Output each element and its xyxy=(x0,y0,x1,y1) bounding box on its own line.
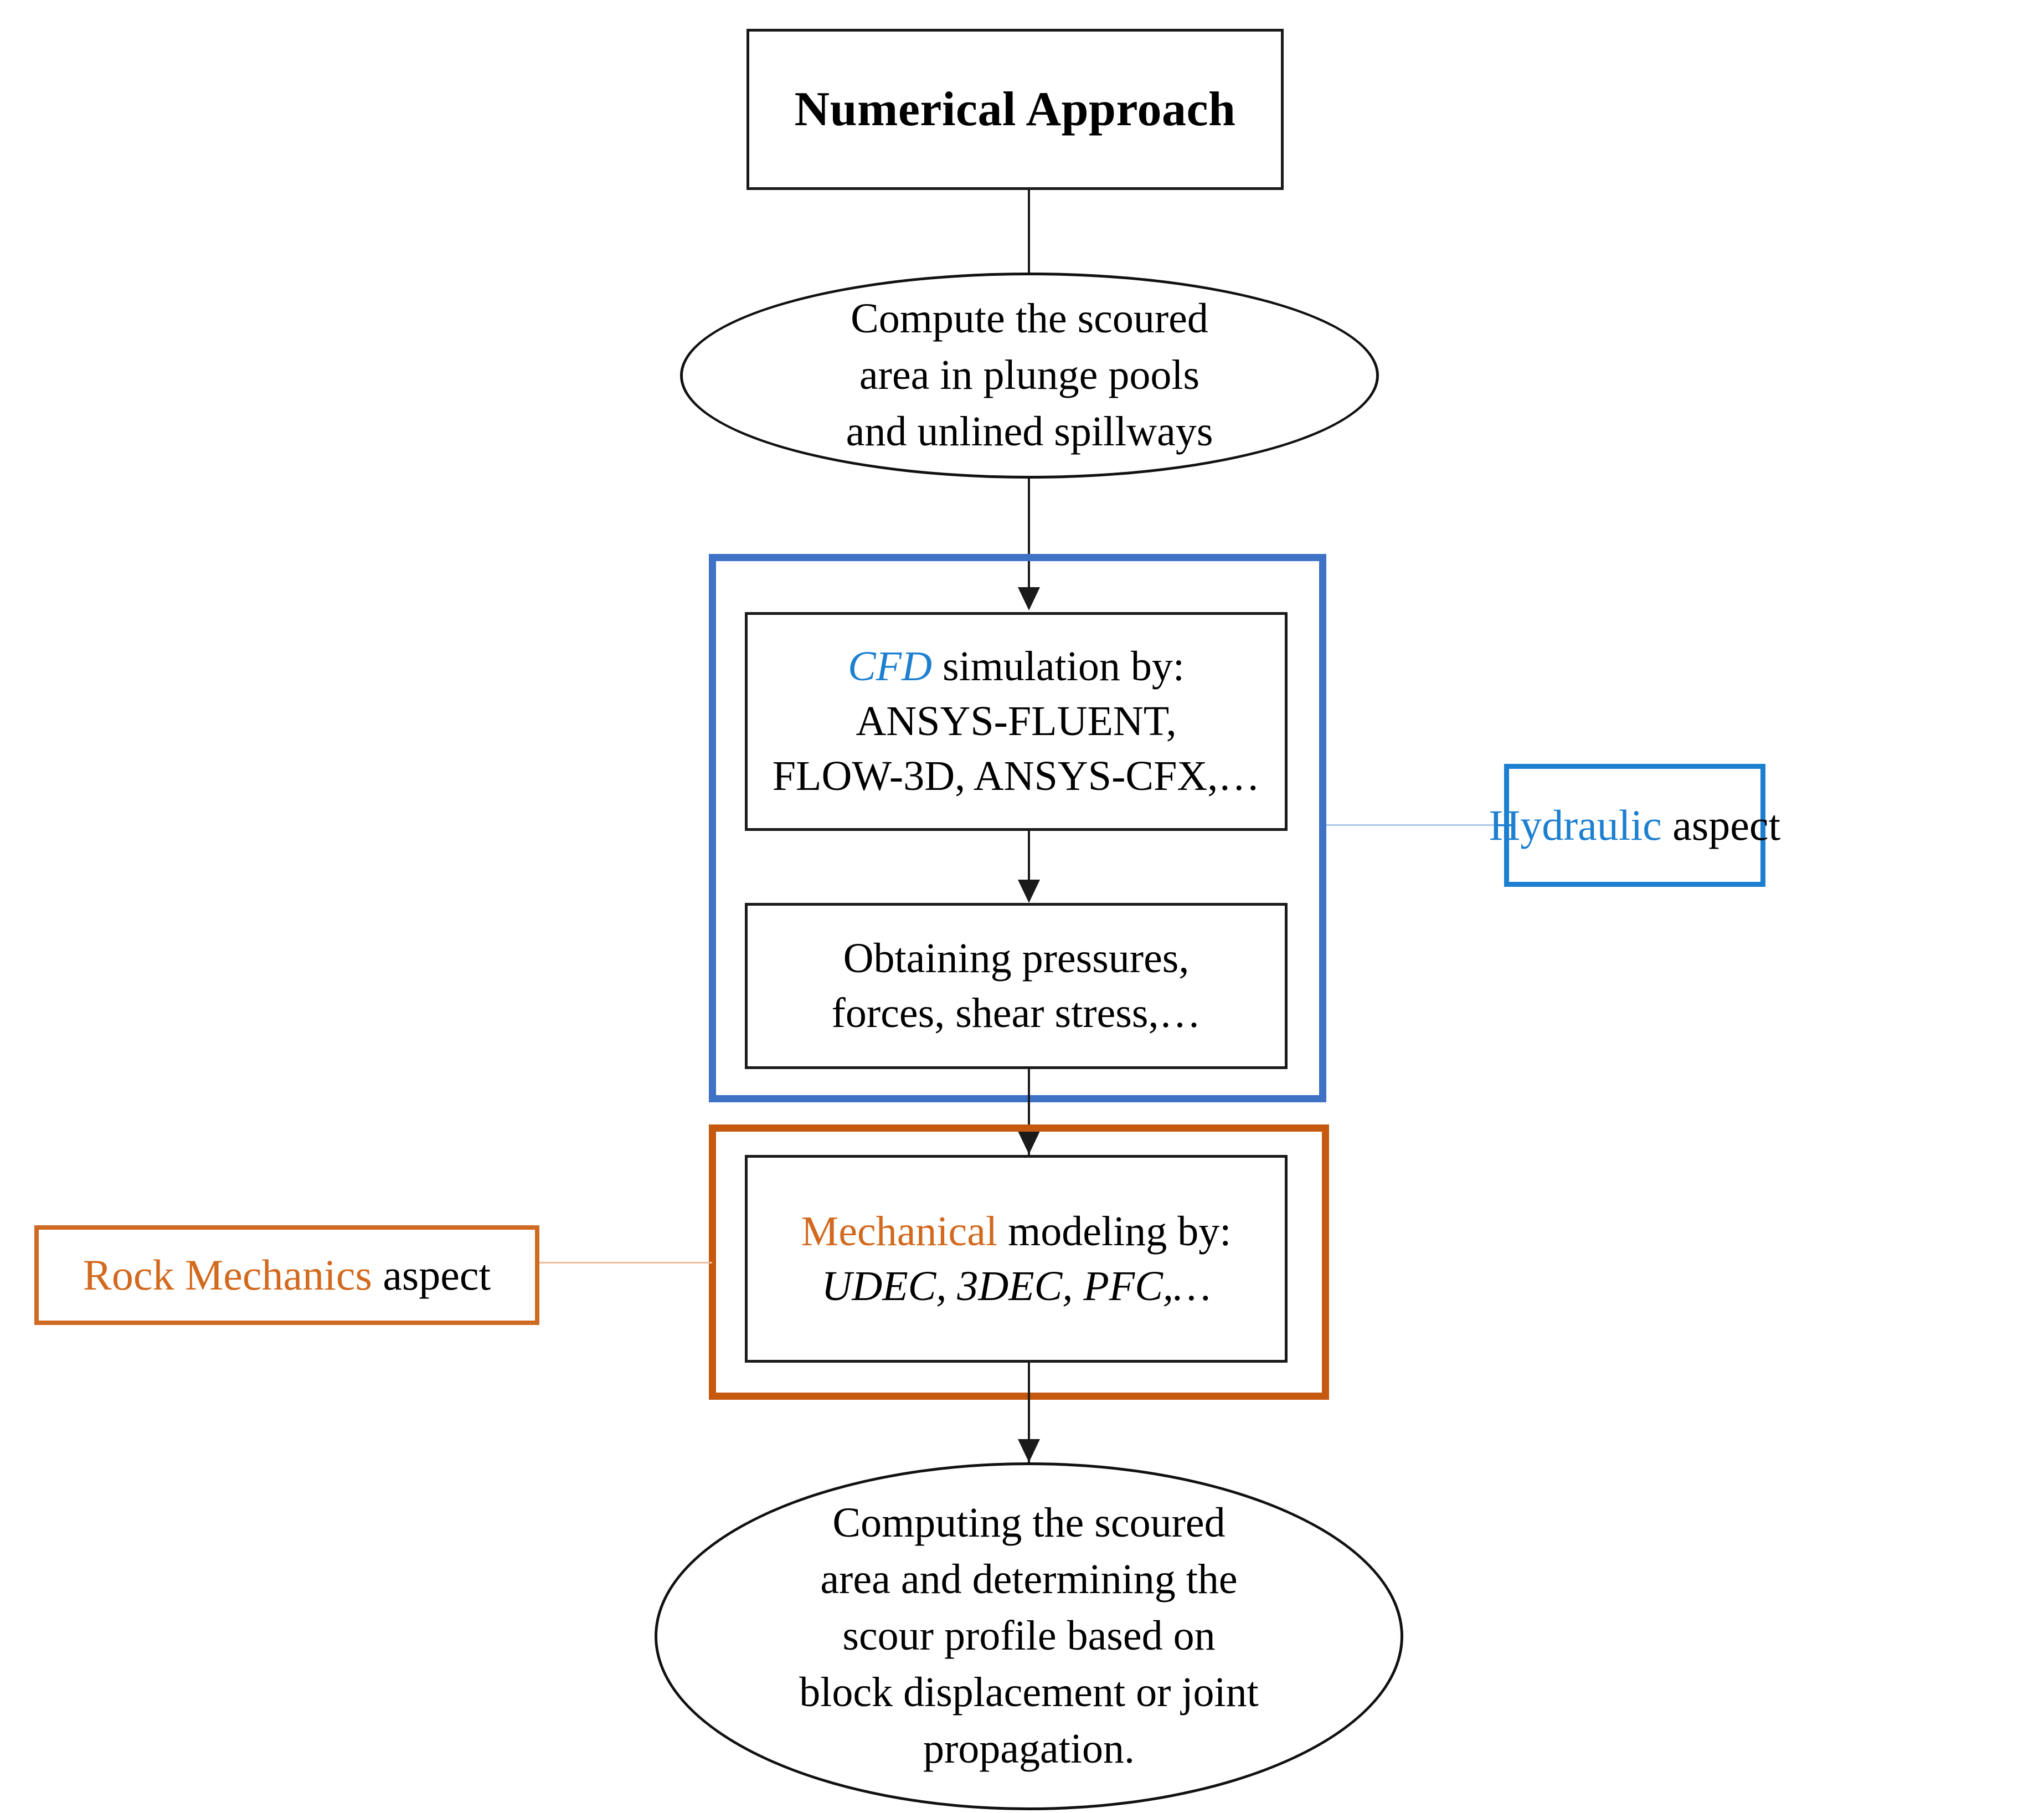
callout-rock-mechanics-aspect[interactable]: Rock Mechanics aspect xyxy=(34,1225,539,1325)
node-cfd-simulation-text: CFD simulation by: ANSYS-FLUENT, FLOW-3D… xyxy=(763,639,1270,803)
mechanical-keyword: Mechanical xyxy=(801,1208,998,1255)
node-compute-scoured-area-text: Compute the scoured area in plunge pools… xyxy=(813,291,1247,460)
node-obtaining-pressures[interactable]: Obtaining pressures, forces, shear stres… xyxy=(745,903,1288,1069)
cfd-line-2: ANSYS-FLUENT, xyxy=(856,698,1177,745)
callout-hydraulic-rest: aspect xyxy=(1661,801,1781,849)
callout-rock-mechanics-keyword: Rock Mechanics xyxy=(83,1251,372,1299)
mechanical-line-1-rest: modeling by: xyxy=(997,1208,1232,1255)
end-ellipse-line-5: propagation. xyxy=(923,1725,1135,1772)
connector-start-to-cfd xyxy=(1028,479,1030,589)
end-ellipse-line-3: scour profile based on xyxy=(842,1612,1216,1660)
start-ellipse-line-3: and unlined spillways xyxy=(846,408,1213,455)
connector-mechanical-to-end xyxy=(1028,1363,1030,1465)
cfd-line-1-rest: simulation by: xyxy=(932,643,1185,690)
callout-rock-mechanics-text: Rock Mechanics aspect xyxy=(83,1250,491,1300)
connector-title-to-start xyxy=(1028,190,1030,274)
callout-hydraulic-text: Hydraulic aspect xyxy=(1489,800,1780,850)
node-computing-scour-profile-text: Computing the scoured area and determini… xyxy=(766,1495,1291,1777)
arrowhead-start-to-cfd xyxy=(1018,587,1040,610)
arrowhead-cfd-to-results xyxy=(1018,880,1040,903)
arrowhead-results-to-mechanical xyxy=(1018,1131,1040,1154)
connector-cfd-to-results xyxy=(1028,831,1030,882)
mechanical-line-2: UDEC, 3DEC, PFC,… xyxy=(821,1262,1211,1309)
leader-line-rock-mechanics xyxy=(536,1262,712,1264)
end-ellipse-line-2: area and determining the xyxy=(820,1556,1238,1603)
results-line-2: forces, shear stress,… xyxy=(831,990,1201,1036)
node-compute-scoured-area[interactable]: Compute the scoured area in plunge pools… xyxy=(680,273,1379,479)
callout-hydraulic-aspect[interactable]: Hydraulic aspect xyxy=(1489,764,1780,887)
node-numerical-approach-label: Numerical Approach xyxy=(794,83,1236,136)
mechanical-line-1: Mechanical modeling by: xyxy=(801,1204,1232,1259)
group-rock-mechanics-frame xyxy=(709,1124,1329,1400)
node-mechanical-modeling[interactable]: Mechanical modeling by: UDEC, 3DEC, PFC,… xyxy=(745,1155,1288,1363)
results-line-1: Obtaining pressures, xyxy=(843,935,1190,982)
node-obtaining-pressures-text: Obtaining pressures, forces, shear stres… xyxy=(822,931,1211,1041)
callout-rock-mechanics-rest: aspect xyxy=(372,1251,491,1299)
node-cfd-simulation[interactable]: CFD simulation by: ANSYS-FLUENT, FLOW-3D… xyxy=(745,612,1288,831)
cfd-line-1: CFD simulation by: xyxy=(773,639,1260,694)
callout-hydraulic-keyword: Hydraulic xyxy=(1489,801,1662,849)
group-hydraulic-frame xyxy=(709,554,1326,1102)
end-ellipse-line-4: block displacement or joint xyxy=(799,1668,1259,1716)
end-ellipse-line-1: Computing the scoured xyxy=(832,1499,1226,1547)
node-mechanical-modeling-text: Mechanical modeling by: UDEC, 3DEC, PFC,… xyxy=(791,1204,1242,1314)
start-ellipse-line-2: area in plunge pools xyxy=(859,352,1200,399)
start-ellipse-line-1: Compute the scoured xyxy=(851,295,1208,342)
cfd-keyword: CFD xyxy=(848,643,932,690)
cfd-line-3: FLOW-3D, ANSYS-CFX,… xyxy=(772,752,1260,799)
node-computing-scour-profile[interactable]: Computing the scoured area and determini… xyxy=(655,1462,1403,1810)
arrowhead-mechanical-to-end xyxy=(1018,1439,1040,1462)
node-numerical-approach[interactable]: Numerical Approach xyxy=(746,29,1284,190)
leader-line-hydraulic xyxy=(1326,824,1506,826)
